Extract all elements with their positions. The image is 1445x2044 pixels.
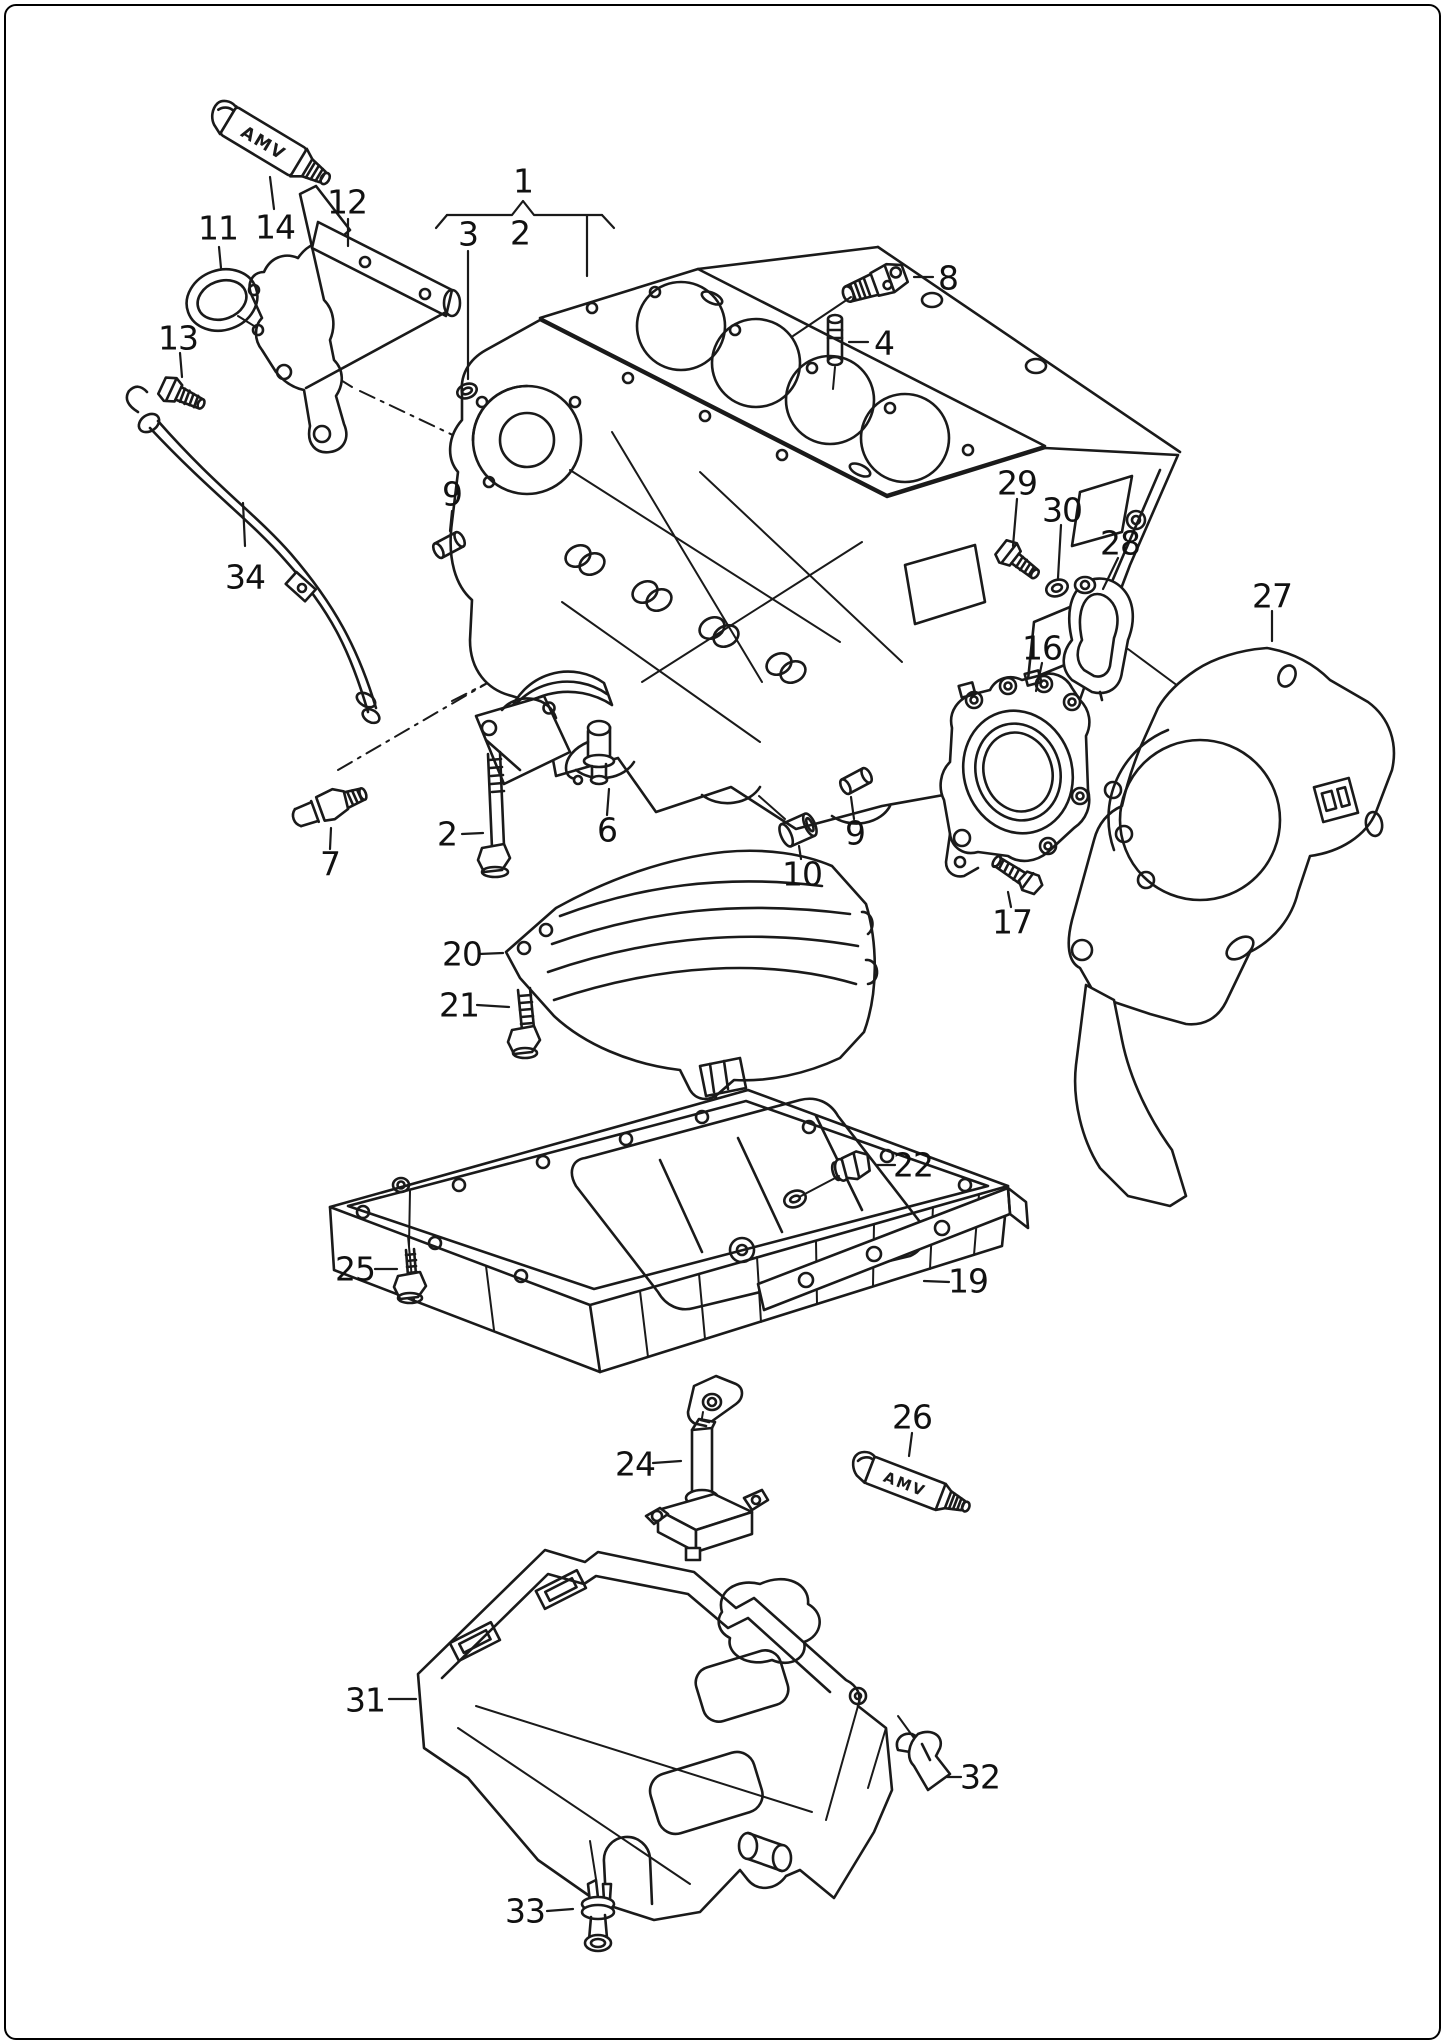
callout-22: 22	[893, 1145, 934, 1185]
expansion-rivet	[580, 1840, 616, 1953]
callout-13: 13	[158, 318, 199, 358]
drain-plug-pointer	[800, 1175, 840, 1197]
sealing-ring	[185, 267, 259, 333]
oil-pressure-switch	[291, 786, 368, 828]
bearing-cap-bolt	[476, 750, 512, 879]
dowel-sleeve-right	[838, 766, 874, 796]
callout-11: 11	[198, 208, 239, 248]
callout-9-left: 9	[442, 474, 463, 514]
oil-drain-plug	[830, 1150, 871, 1182]
callout-27: 27	[1252, 576, 1293, 616]
head-gasket	[538, 267, 1047, 497]
callout-8: 8	[938, 258, 959, 298]
callout-10: 10	[782, 854, 823, 894]
callout-32: 32	[960, 1757, 1001, 1797]
oil-pan-bolt	[392, 1190, 428, 1305]
callout-4: 4	[874, 323, 895, 363]
crankshaft-seal-flange	[939, 669, 1091, 878]
dowel-sleeve-left	[431, 530, 467, 560]
callout-21: 21	[439, 985, 480, 1025]
callout-7: 7	[320, 844, 341, 884]
callout-29: 29	[997, 463, 1038, 503]
callout-19: 19	[948, 1261, 989, 1301]
oil-pan	[328, 1088, 1030, 1427]
assembly-bracket-line	[434, 199, 616, 278]
callout-14: 14	[255, 207, 296, 247]
sealant-tube-bottom: AMV	[851, 1450, 971, 1513]
callout-34: 34	[225, 557, 266, 597]
sender-pointer	[792, 296, 852, 337]
callout-31: 31	[345, 1680, 386, 1720]
leader-lines	[178, 175, 1274, 1913]
callout-16: 16	[1022, 628, 1063, 668]
callout-30: 30	[1042, 490, 1083, 530]
dowel-pin	[826, 313, 844, 390]
callout-2-top: 2	[510, 213, 531, 253]
callout-9-right: 9	[845, 813, 866, 853]
bushing-10	[778, 812, 818, 848]
timing-side-gasket	[1067, 646, 1396, 1208]
callout-1: 1	[513, 161, 534, 201]
callout-6: 6	[597, 810, 618, 850]
washer-30	[1045, 578, 1069, 598]
callout-25: 25	[335, 1249, 376, 1289]
lower-sump-cover	[416, 1548, 894, 1922]
bracket-screw	[156, 376, 206, 410]
callout-33: 33	[505, 1891, 546, 1931]
bolt-29	[994, 538, 1041, 580]
callout-26: 26	[892, 1397, 933, 1437]
callout-3: 3	[458, 214, 479, 254]
baffle-bolt	[506, 986, 542, 1060]
callout-17: 17	[992, 902, 1033, 942]
oil-pressure-sender	[841, 262, 910, 304]
o-ring	[456, 382, 478, 400]
lifting-eye-bracket	[1062, 575, 1135, 702]
retaining-clip	[895, 1715, 952, 1792]
oil-level-sensor	[644, 1411, 770, 1562]
callout-12: 12	[327, 182, 368, 222]
callout-2-mid: 2	[437, 814, 458, 854]
callout-20: 20	[442, 934, 483, 974]
callout-28: 28	[1100, 523, 1141, 563]
oil-baffle-plate	[504, 849, 879, 1108]
dipstick-guide-tube	[125, 385, 381, 725]
callout-24: 24	[615, 1444, 656, 1484]
bushing-pointer	[758, 795, 786, 820]
oil-spray-nozzle	[564, 719, 616, 786]
bolt-17	[991, 854, 1044, 896]
